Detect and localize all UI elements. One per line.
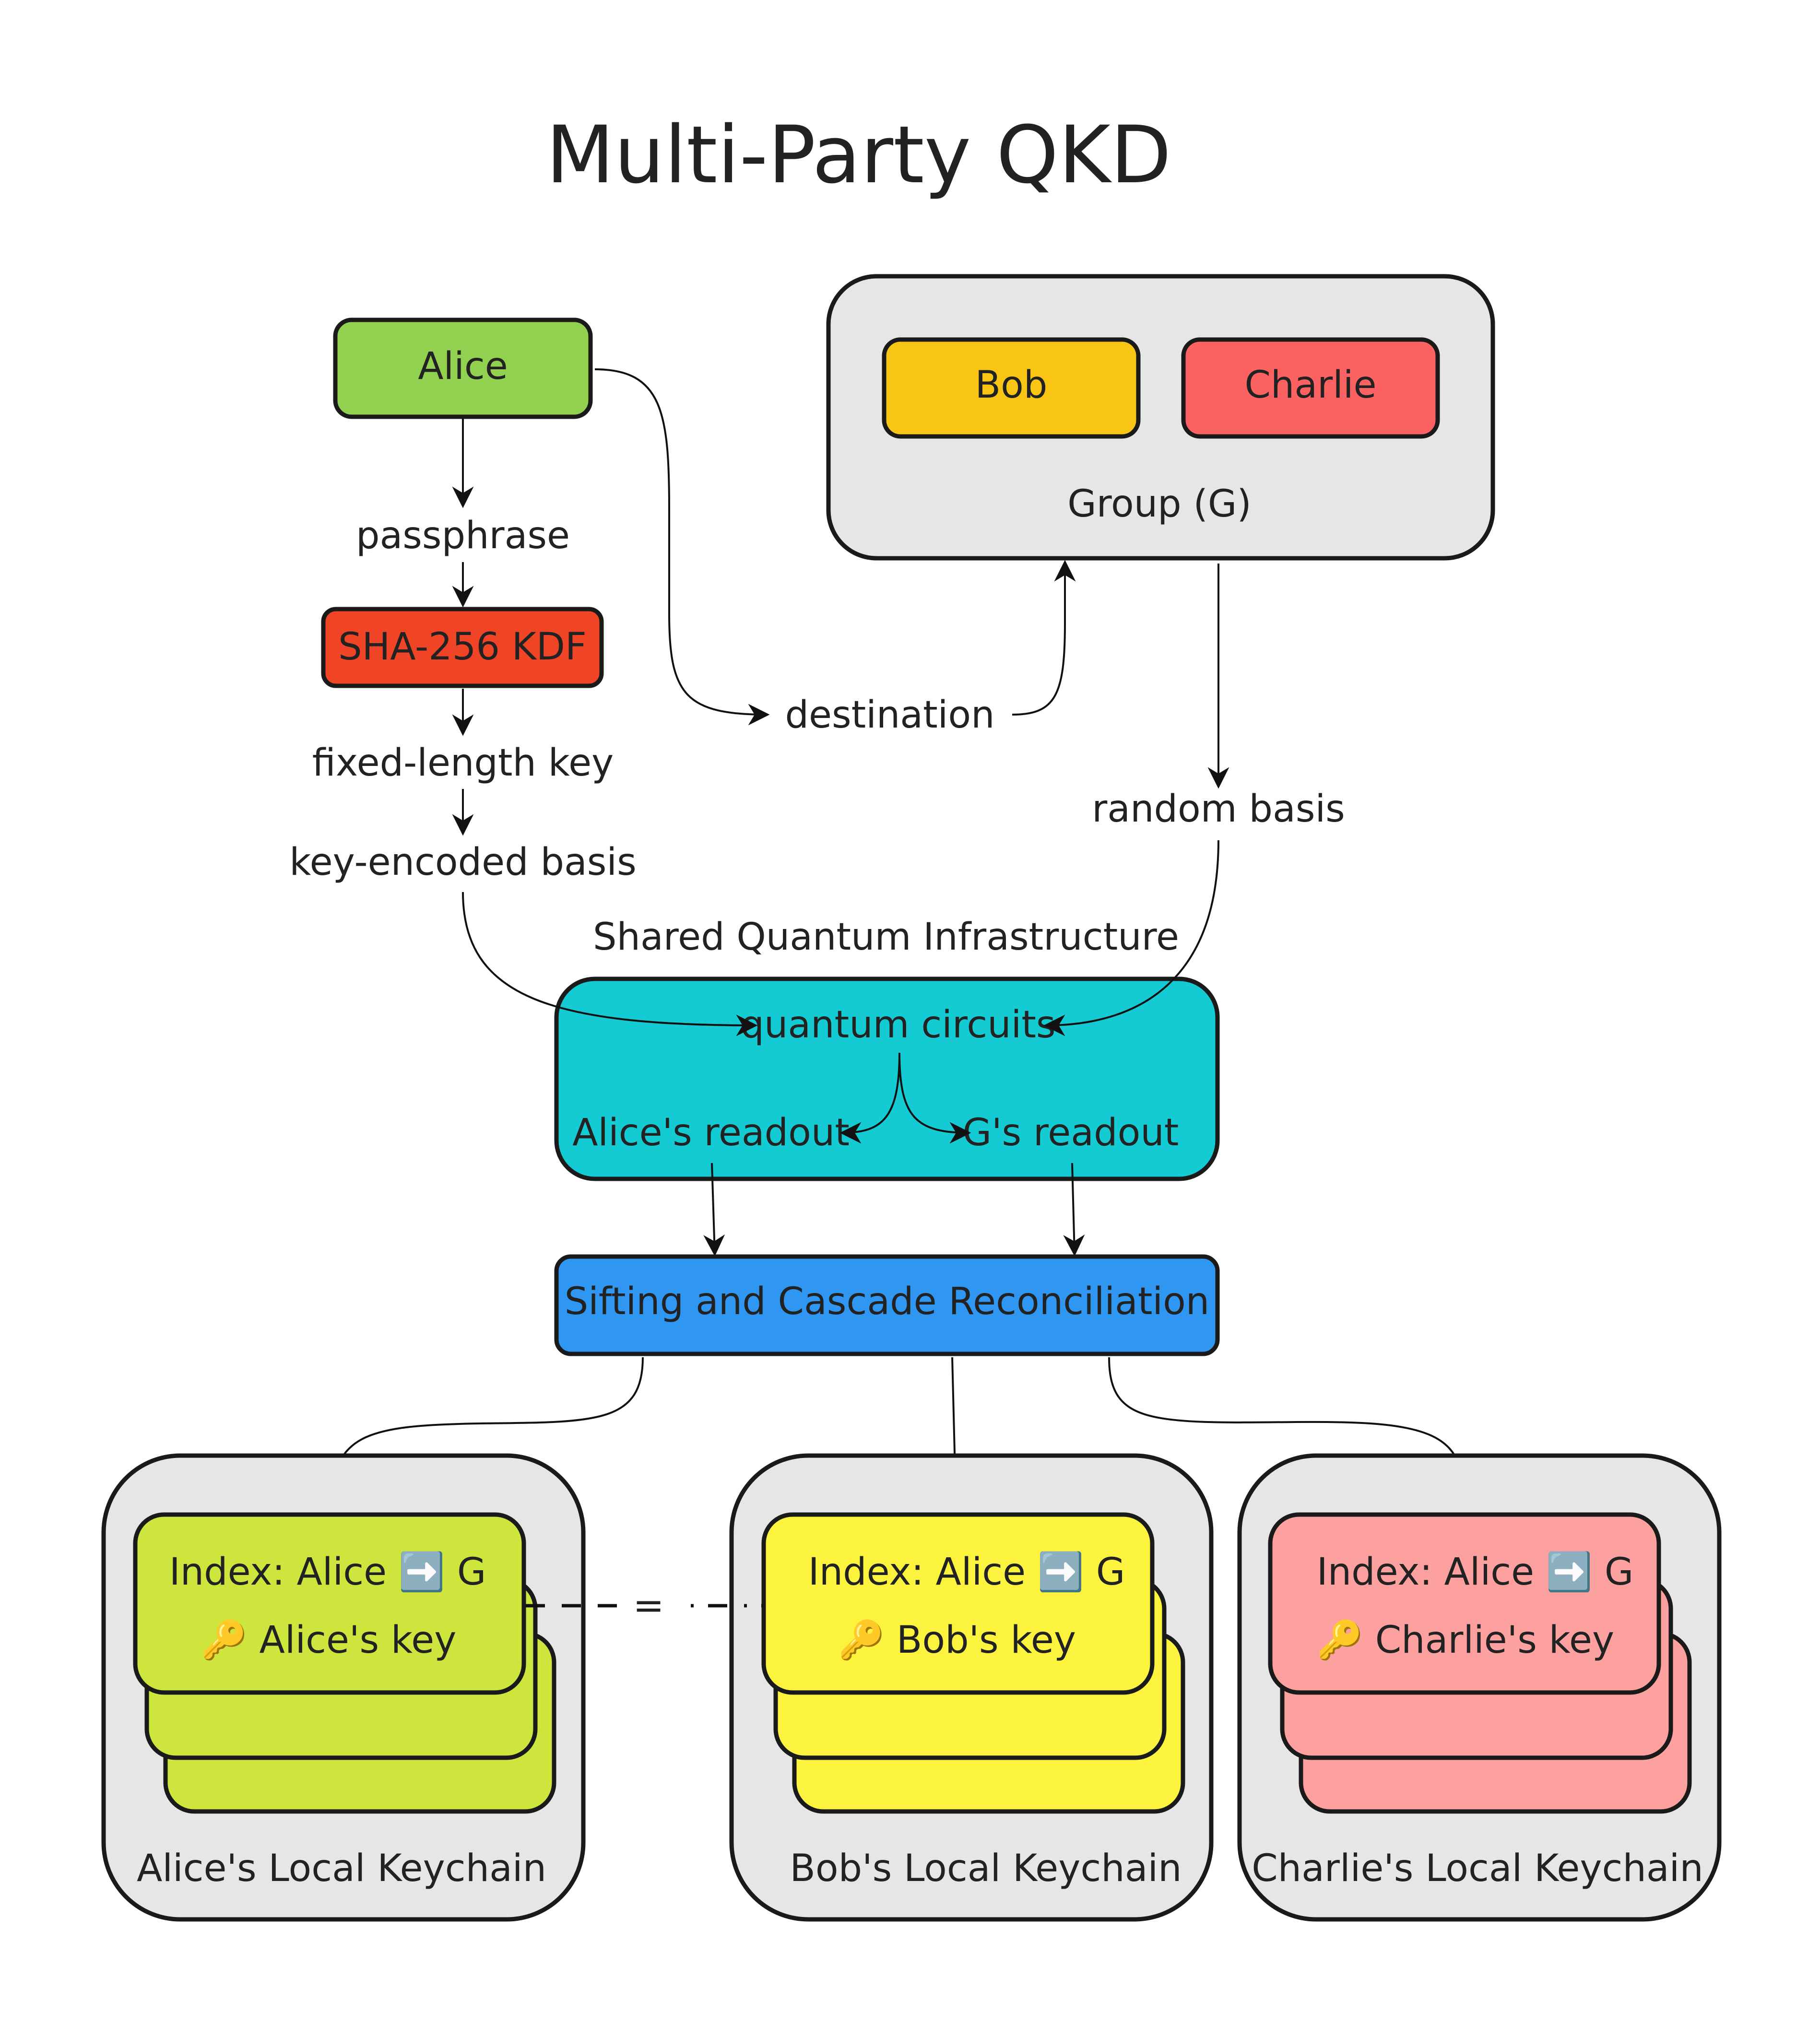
group-label: Group (G) xyxy=(1067,482,1252,526)
g-readout-label: G's readout xyxy=(963,1111,1179,1154)
bob-keychain-title: Bob's Local Keychain xyxy=(790,1847,1182,1890)
bob-key-card xyxy=(761,1512,1155,1695)
sifting-label: Sifting and Cascade Reconciliation xyxy=(565,1280,1210,1323)
random-basis-label: random basis xyxy=(1092,788,1345,831)
destination-label: destination xyxy=(785,694,994,737)
charlie-key-index: Index: Alice ➡️ G xyxy=(1317,1551,1634,1594)
arrow-alice-readout-sifting xyxy=(703,1163,725,1257)
bob-label: Bob xyxy=(975,364,1048,407)
diagram-title: Multi-Party QKD xyxy=(546,109,1171,201)
arrow-quantum-g-readout xyxy=(898,1052,971,1144)
alice-key-index: Index: Alice ➡️ G xyxy=(169,1551,486,1594)
fixed-length-key-label: fixed-length key xyxy=(312,741,614,785)
alice-node xyxy=(333,317,593,419)
alice-key-value: 🔑 Alice's key xyxy=(201,1617,457,1662)
quantum-circuits-label: quantum circuits xyxy=(740,1003,1055,1046)
key-equality-sign: = xyxy=(633,1584,664,1627)
key-encoded-basis-label: key-encoded basis xyxy=(289,841,636,884)
charlie-node xyxy=(1181,337,1440,439)
bob-key-value: 🔑 Bob's key xyxy=(838,1617,1076,1662)
kdf-label: SHA-256 KDF xyxy=(338,625,587,669)
alice-key-card xyxy=(133,1512,526,1695)
alice-label: Alice xyxy=(418,345,508,388)
charlie-label: Charlie xyxy=(1244,364,1376,407)
quantum-infrastructure-title: Shared Quantum Infrastructure xyxy=(593,916,1179,959)
arrow-basis-quantum xyxy=(462,892,758,1036)
kdf-node xyxy=(321,607,604,688)
arrow-quantum-alice-readout xyxy=(839,1052,900,1144)
bob-key-index: Index: Alice ➡️ G xyxy=(808,1551,1125,1594)
charlie-key-card xyxy=(1268,1512,1661,1695)
alice-readout-label: Alice's readout xyxy=(572,1111,850,1154)
passphrase-label: passphrase xyxy=(356,514,570,557)
arrow-g-readout-sifting xyxy=(1063,1163,1085,1257)
bob-node xyxy=(882,337,1141,439)
arrow-random-basis-quantum xyxy=(1043,840,1219,1036)
charlie-key-value: 🔑 Charlie's key xyxy=(1317,1617,1614,1662)
arrow-destination-group xyxy=(1012,560,1076,716)
sifting-node xyxy=(554,1254,1220,1356)
alice-keychain-title: Alice's Local Keychain xyxy=(137,1847,546,1890)
charlie-keychain-title: Charlie's Local Keychain xyxy=(1252,1847,1703,1890)
arrow-alice-destination xyxy=(594,368,770,726)
